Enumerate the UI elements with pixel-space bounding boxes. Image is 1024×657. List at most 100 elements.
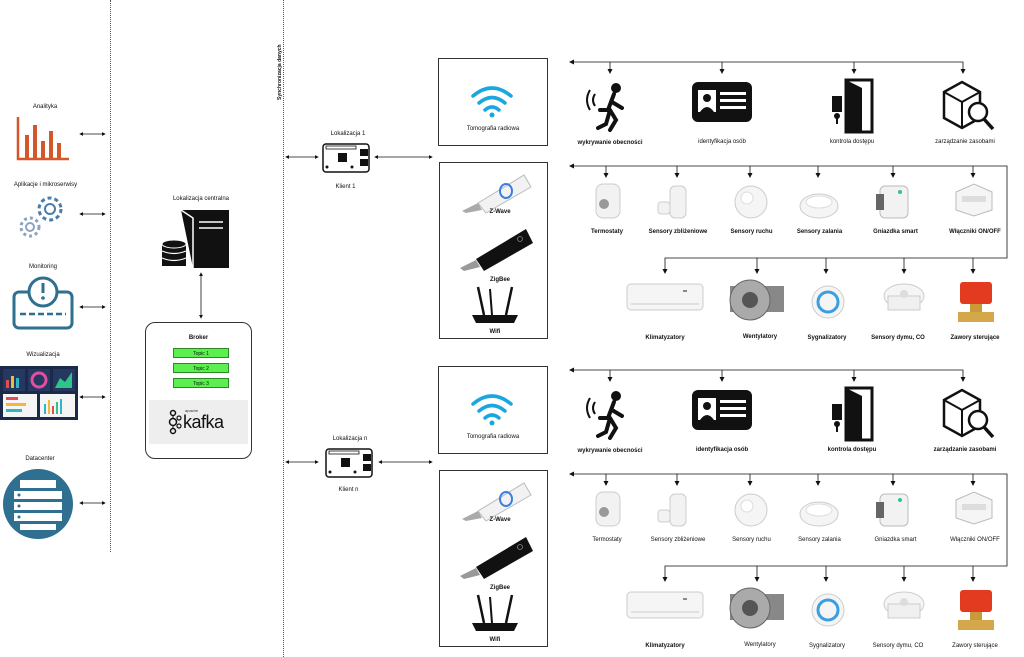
kafka-logo-icon bbox=[168, 409, 182, 435]
sensor-label-klimatyzatory: Klimatyzatory bbox=[645, 335, 685, 341]
protocols-box-1: Z-Wave ZigBee Wifi bbox=[439, 162, 548, 339]
client-n-label: Klient n bbox=[338, 487, 359, 493]
wifi-icon bbox=[471, 86, 513, 118]
access-control-door-icon bbox=[832, 78, 874, 134]
air-conditioner-icon bbox=[626, 591, 704, 619]
devices-block-1: wykrywanie obecności identyfikacja osób … bbox=[569, 59, 1008, 341]
access-label-resources: zarządzanie zasobami bbox=[933, 447, 997, 453]
control-valve-icon bbox=[958, 590, 994, 630]
datacenter-label: Datacenter bbox=[25, 456, 55, 462]
sensor-label-zblizeniowe: Sensory zbliżeniowe bbox=[650, 537, 706, 543]
access-label-control: kontrola dostępu bbox=[827, 447, 877, 453]
sensor-label-zalania: Sensory zalania bbox=[796, 229, 843, 235]
sensor-label-dymu: Sensory dymu, CO bbox=[872, 643, 924, 649]
fan-icon bbox=[729, 587, 784, 629]
sensor-label-wentylatory: Wentylatory bbox=[742, 334, 778, 340]
wifi-icon bbox=[471, 394, 513, 426]
sensor-label-sygnalizatory: Sygnalizatory bbox=[807, 335, 847, 341]
radio-label-1: Tomografia radiowa bbox=[466, 126, 520, 132]
sensor-label-ruchu: Sensory ruchu bbox=[730, 229, 773, 235]
wizualizacja-label: Wizualizacja bbox=[26, 352, 60, 358]
sensor-label-zawory: Zawory sterujące bbox=[950, 335, 1000, 341]
zigbee-label-1: ZigBee bbox=[489, 277, 510, 283]
sensor-label-gniazdka: Gniazdka smart bbox=[873, 229, 918, 235]
zigbee-dongle-icon bbox=[460, 537, 533, 579]
proximity-sensor-icon bbox=[657, 493, 687, 527]
sensor-label-sygnalizatory: Sygnalizatory bbox=[808, 643, 846, 649]
devices-block-n: wykrywanie obecności identyfikacja osób … bbox=[0, 308, 1024, 657]
sensor-label-wlaczniki: Włączniki ON/OFF bbox=[950, 537, 1000, 543]
monitoring-alert-icon bbox=[12, 276, 74, 330]
server-icon bbox=[161, 209, 229, 268]
access-label-presence: wykrywanie obecności bbox=[577, 448, 643, 454]
id-card-icon bbox=[692, 390, 752, 430]
bar-chart-icon bbox=[16, 117, 69, 161]
on-off-switch-icon bbox=[955, 491, 993, 525]
on-off-switch-icon bbox=[955, 183, 993, 217]
radio-label-n: Tomografia radiowa bbox=[466, 434, 520, 440]
kafka-small-text: apache bbox=[185, 408, 199, 413]
location-n-title: Lokalizacja n bbox=[332, 436, 368, 442]
thermostat-icon bbox=[595, 183, 621, 219]
motion-sensor-icon bbox=[734, 493, 768, 527]
radio-tomography-box-1: Tomografia radiowa bbox=[438, 58, 548, 146]
zwave-dongle-icon bbox=[462, 482, 532, 522]
kafka-text: kafka bbox=[183, 412, 224, 432]
raspberry-pi-icon bbox=[325, 448, 373, 478]
connector-lines-n bbox=[569, 367, 1008, 582]
topic-3: Topic 3 bbox=[173, 378, 229, 388]
sensor-label-wentylatory: Wentylatory bbox=[744, 642, 776, 648]
datacenter-icon bbox=[3, 469, 73, 539]
sensor-label-dymu: Sensory dymu, CO bbox=[871, 335, 925, 341]
sensor-label-wlaczniki: Włączniki ON/OFF bbox=[949, 229, 1001, 235]
aplikacje-label: Aplikacje i mikroserwisy bbox=[13, 182, 78, 188]
wifi-label-1: Wifi bbox=[489, 329, 501, 335]
connector-lines-1 bbox=[569, 59, 1008, 274]
sensor-label-ruchu: Sensory ruchu bbox=[732, 537, 771, 543]
location-1-title: Lokalizacja 1 bbox=[330, 131, 366, 137]
fan-icon bbox=[729, 279, 784, 321]
zwave-label-n: Z-Wave bbox=[489, 517, 511, 523]
id-card-icon bbox=[692, 82, 752, 122]
topic-2: Topic 2 bbox=[173, 363, 229, 373]
separator-left bbox=[110, 0, 111, 552]
zwave-label-1: Z-Wave bbox=[489, 209, 511, 215]
topic-1: Topic 1 bbox=[173, 348, 229, 358]
access-label-control: kontrola dostępu bbox=[829, 139, 875, 145]
access-label-id: identyfikacja osób bbox=[695, 447, 749, 453]
motion-sensor-icon bbox=[734, 185, 768, 219]
signaling-device-icon bbox=[811, 285, 845, 319]
protocols-box-n: Z-Wave ZigBee Wifi bbox=[439, 470, 548, 647]
resource-management-icon bbox=[942, 388, 995, 439]
raspberry-pi-icon bbox=[322, 143, 370, 173]
router-icon bbox=[472, 594, 518, 631]
zigbee-label-n: ZigBee bbox=[489, 585, 510, 591]
zwave-dongle-icon bbox=[462, 174, 532, 214]
sensor-label-gniazdka: Gniazdka smart bbox=[874, 537, 917, 543]
sensor-label-klimatyzatory: Klimatyzatory bbox=[645, 643, 685, 649]
central-title: Lokalizacja centralna bbox=[172, 196, 230, 202]
access-label-presence: wykrywanie obecności bbox=[577, 140, 643, 146]
analityka-label: Analityka bbox=[32, 104, 58, 110]
sensor-label-zalania: Sensory zalania bbox=[798, 537, 841, 543]
dashboard-icon bbox=[0, 366, 78, 420]
sensor-label-zawory: Zawory sterujące bbox=[952, 643, 998, 649]
router-icon bbox=[472, 286, 518, 323]
access-label-id: identyfikacja osób bbox=[698, 139, 746, 145]
separator-middle bbox=[283, 0, 284, 657]
flood-sensor-icon bbox=[799, 501, 839, 527]
client-1-label: Klient 1 bbox=[335, 184, 356, 190]
broker-title: Broker bbox=[188, 335, 209, 341]
thermostat-icon bbox=[595, 491, 621, 527]
monitoring-label: Monitoring bbox=[28, 264, 57, 270]
presence-detection-icon bbox=[586, 83, 624, 132]
sensor-label-termostaty: Termostaty bbox=[592, 537, 622, 543]
control-valve-icon bbox=[958, 282, 994, 322]
smoke-detector-icon bbox=[883, 283, 925, 311]
kafka-logo-panel: apache kafka bbox=[149, 400, 248, 444]
air-conditioner-icon bbox=[626, 283, 704, 311]
zigbee-dongle-icon bbox=[460, 229, 533, 271]
proximity-sensor-icon bbox=[657, 185, 687, 219]
smart-plug-icon bbox=[876, 493, 909, 527]
